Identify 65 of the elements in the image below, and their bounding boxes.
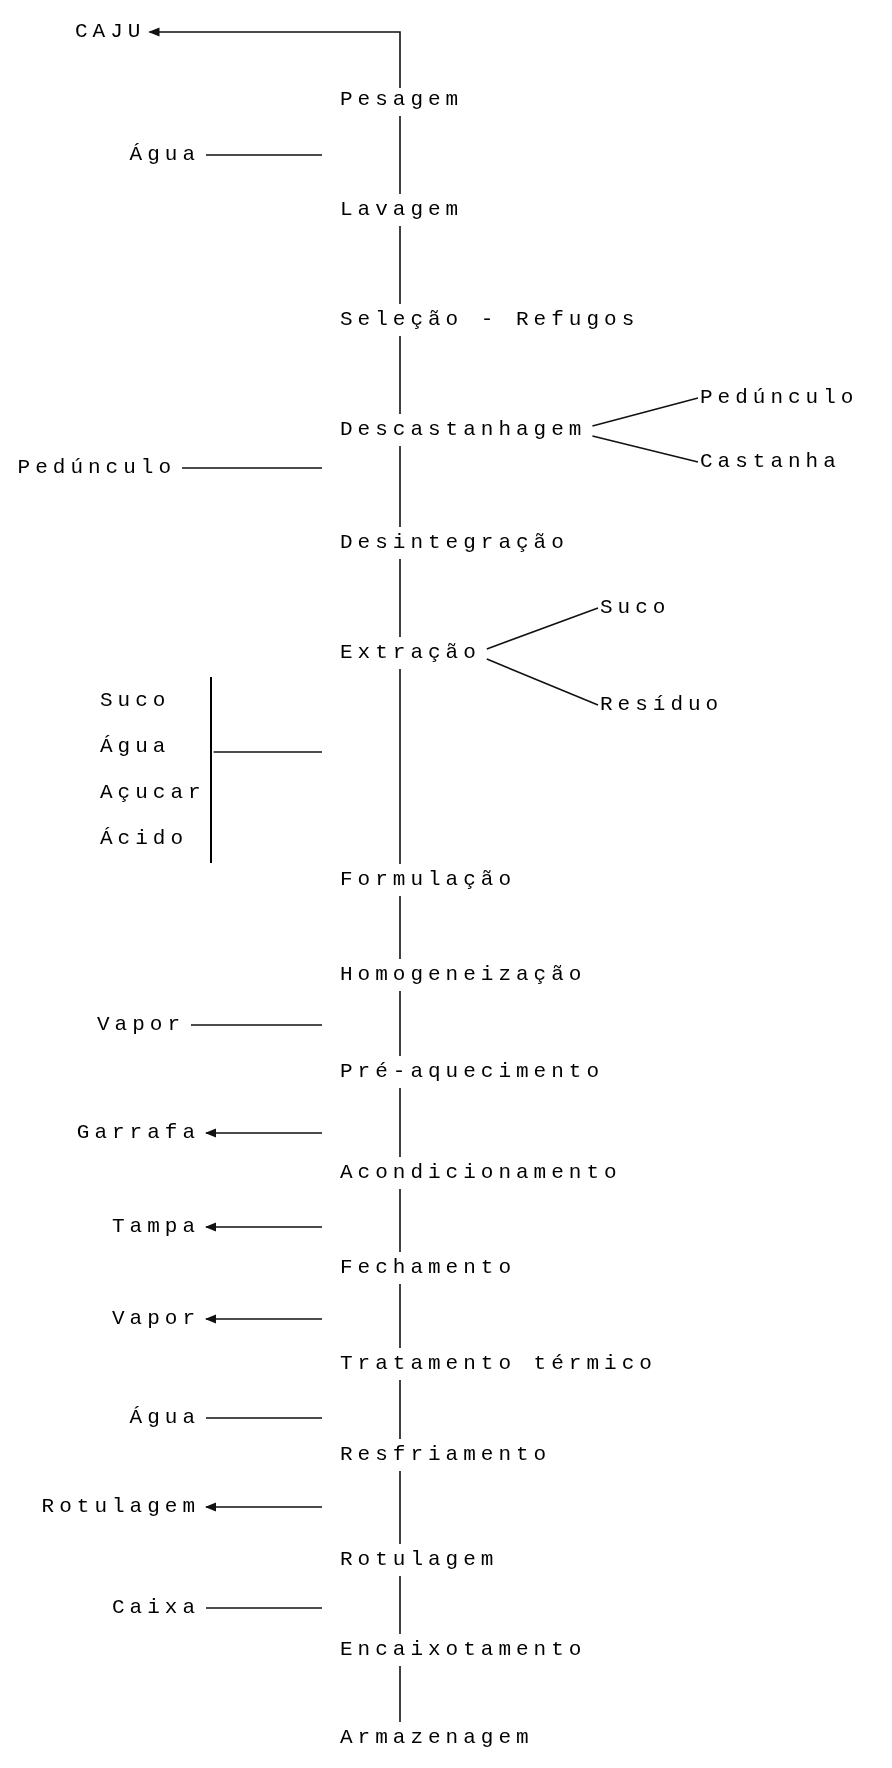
process-step: Resfriamento — [340, 1441, 552, 1469]
output-label: Castanha — [700, 448, 841, 476]
process-step: Pesagem — [340, 86, 464, 114]
arrow — [204, 1128, 323, 1138]
connector-line — [399, 225, 401, 305]
connector-line — [399, 1665, 401, 1723]
ingredient-label: Ácido — [100, 826, 189, 852]
input-label: Vapor — [97, 1011, 185, 1039]
input-label: Vapor — [112, 1305, 200, 1333]
output-label: Suco — [600, 594, 671, 622]
arrow — [148, 27, 401, 89]
process-step: Fechamento — [340, 1254, 517, 1282]
input-label: Água — [129, 141, 200, 169]
ingredient-label: Açucar — [100, 780, 206, 806]
connector-line — [399, 1188, 401, 1253]
connector-line — [399, 1470, 401, 1545]
process-step: Acondicionamento — [340, 1159, 622, 1187]
ingredient-label: Suco — [100, 688, 172, 714]
process-step: Pré-aquecimento — [340, 1058, 605, 1086]
connector-line — [591, 435, 699, 463]
process-step: Descastanhagem — [340, 416, 587, 444]
connector-line — [591, 397, 699, 427]
input-label: CAJU — [75, 18, 146, 46]
connector-line — [486, 658, 599, 706]
process-step: Tratamento térmico — [340, 1350, 657, 1378]
connector-line — [399, 1379, 401, 1440]
output-label: Resíduo — [600, 691, 724, 719]
connector-line — [399, 990, 401, 1057]
input-label: Água — [129, 1404, 200, 1432]
process-step: Formulação — [340, 866, 517, 894]
process-step: Encaixotamento — [340, 1636, 587, 1664]
connector-line — [399, 668, 401, 865]
input-label: Garrafa — [76, 1119, 200, 1147]
arrow — [204, 1502, 323, 1512]
input-label: Rotulagem — [41, 1493, 200, 1521]
connector-line — [205, 154, 323, 156]
connector-line — [399, 1087, 401, 1158]
connector-line — [486, 607, 599, 650]
connector-line — [190, 1024, 323, 1026]
connector-line — [399, 895, 401, 960]
arrow — [204, 1222, 323, 1232]
process-step: Lavagem — [340, 196, 464, 224]
connector-line — [399, 115, 401, 195]
process-step: Armazenagem — [340, 1724, 534, 1752]
connector-line — [205, 1607, 323, 1609]
process-step: Seleção - Refugos — [340, 306, 640, 334]
connector-line — [181, 467, 323, 469]
connector-line — [399, 335, 401, 415]
connector-line — [212, 751, 323, 753]
connector-line — [399, 445, 401, 528]
input-label: Caixa — [112, 1594, 200, 1622]
connector-line — [205, 1417, 323, 1419]
process-step: Rotulagem — [340, 1546, 499, 1574]
process-step: Extração — [340, 639, 481, 667]
process-step: Homogeneização — [340, 961, 587, 989]
input-label: Tampa — [112, 1213, 200, 1241]
output-label: Pedúnculo — [700, 384, 859, 412]
arrow — [204, 1314, 323, 1324]
ingredient-label: Água — [100, 734, 172, 760]
connector-line — [399, 1575, 401, 1635]
bracket-box — [100, 677, 212, 863]
input-label: Pedúnculo — [17, 454, 176, 482]
process-step: Desintegração — [340, 529, 569, 557]
connector-line — [399, 1283, 401, 1349]
connector-line — [399, 558, 401, 638]
